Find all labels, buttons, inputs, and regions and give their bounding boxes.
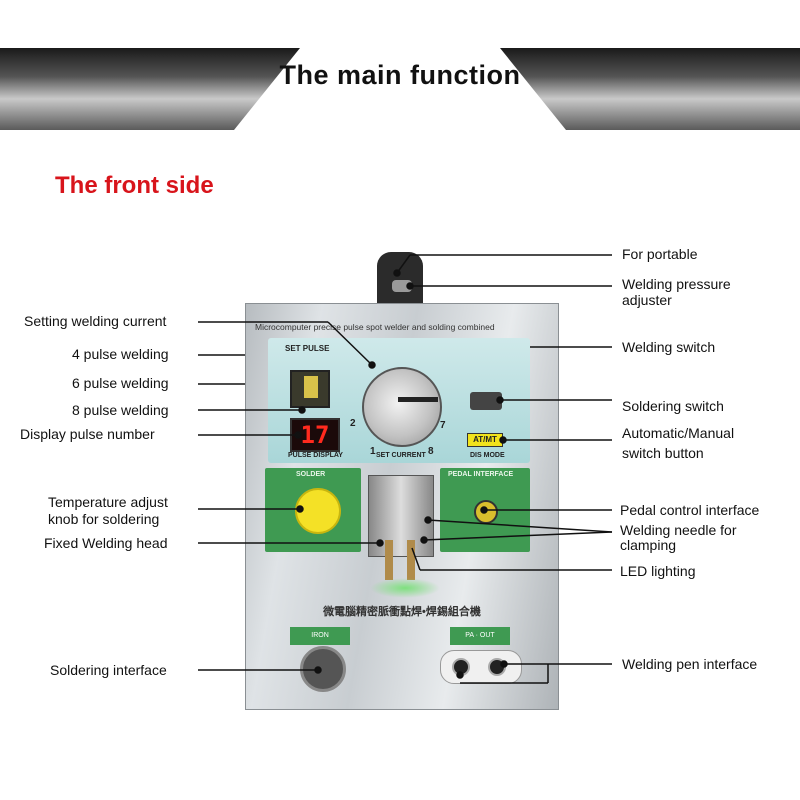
- label-6-pulse-welding: 6 pulse welding: [72, 375, 169, 391]
- at-mt-button: AT/MT: [467, 433, 503, 447]
- label-welding-pressure: Welding pressure: [622, 276, 731, 292]
- label-led-lighting: LED lighting: [620, 563, 696, 579]
- device-top-text: Microcomputer precise pulse spot welder …: [255, 322, 495, 332]
- label-pedal-control-interface: Pedal control interface: [620, 502, 760, 518]
- label-for-portable: For portable: [622, 246, 698, 262]
- welding-needle: [385, 540, 393, 580]
- set-pulse-label: SET PULSE: [285, 344, 330, 353]
- label-temperature-adjust: Temperature adjust: [48, 494, 168, 510]
- iron-label: IRON: [290, 627, 350, 645]
- label-switch-button: switch button: [622, 445, 704, 461]
- main-title: The main function: [279, 60, 521, 90]
- label-adjuster: adjuster: [622, 292, 672, 308]
- label-soldering-interface: Soldering interface: [50, 662, 167, 678]
- current-dial: [362, 367, 442, 447]
- solder-title: SOLDER: [296, 471, 326, 478]
- dis-mode-label: DIS MODE: [470, 452, 505, 459]
- dial-number: 8: [428, 446, 434, 457]
- dial-number: 7: [440, 420, 446, 431]
- dial-number: 2: [350, 418, 356, 429]
- pulse-display-label: PULSE DISPLAY: [288, 452, 343, 459]
- welding-needle: [407, 540, 415, 580]
- label-soldering-switch: Soldering switch: [622, 398, 724, 414]
- label-fixed-welding-head: Fixed Welding head: [44, 535, 168, 551]
- pedal-title: PEDAL INTERFACE: [448, 471, 514, 478]
- label-4-pulse-welding: 4 pulse welding: [72, 346, 169, 362]
- label-welding-switch: Welding switch: [622, 339, 716, 355]
- device-chinese-text: 微電腦精密脈衝點焊•焊錫組合機: [323, 606, 481, 618]
- pressure-adjuster-knob: [392, 280, 412, 292]
- label-welding-pen-interface: Welding pen interface: [622, 656, 758, 672]
- soldering-switch: [470, 392, 502, 410]
- label-automatic-manual: Automatic/Manual: [622, 425, 735, 441]
- label-welding-needle: Welding needle for: [620, 522, 737, 538]
- label-clamping: clamping: [620, 537, 677, 553]
- soldering-port: [300, 646, 346, 692]
- paout-label: PA · OUT: [450, 627, 510, 645]
- pulse-selector-switch: [290, 370, 330, 408]
- dial-pointer: [398, 397, 438, 402]
- label-display-pulse-number: Display pulse number: [20, 426, 155, 442]
- label-knob-for-soldering: knob for soldering: [48, 511, 160, 527]
- label-8-pulse-welding: 8 pulse welding: [72, 402, 169, 418]
- led-light: [370, 578, 440, 598]
- label-setting-welding-current: Setting welding current: [24, 313, 167, 329]
- dial-number: 1: [370, 446, 376, 457]
- pedal-jack: [474, 500, 498, 524]
- section-title: The front side: [55, 172, 214, 199]
- set-current-label: SET CURRENT: [376, 452, 426, 459]
